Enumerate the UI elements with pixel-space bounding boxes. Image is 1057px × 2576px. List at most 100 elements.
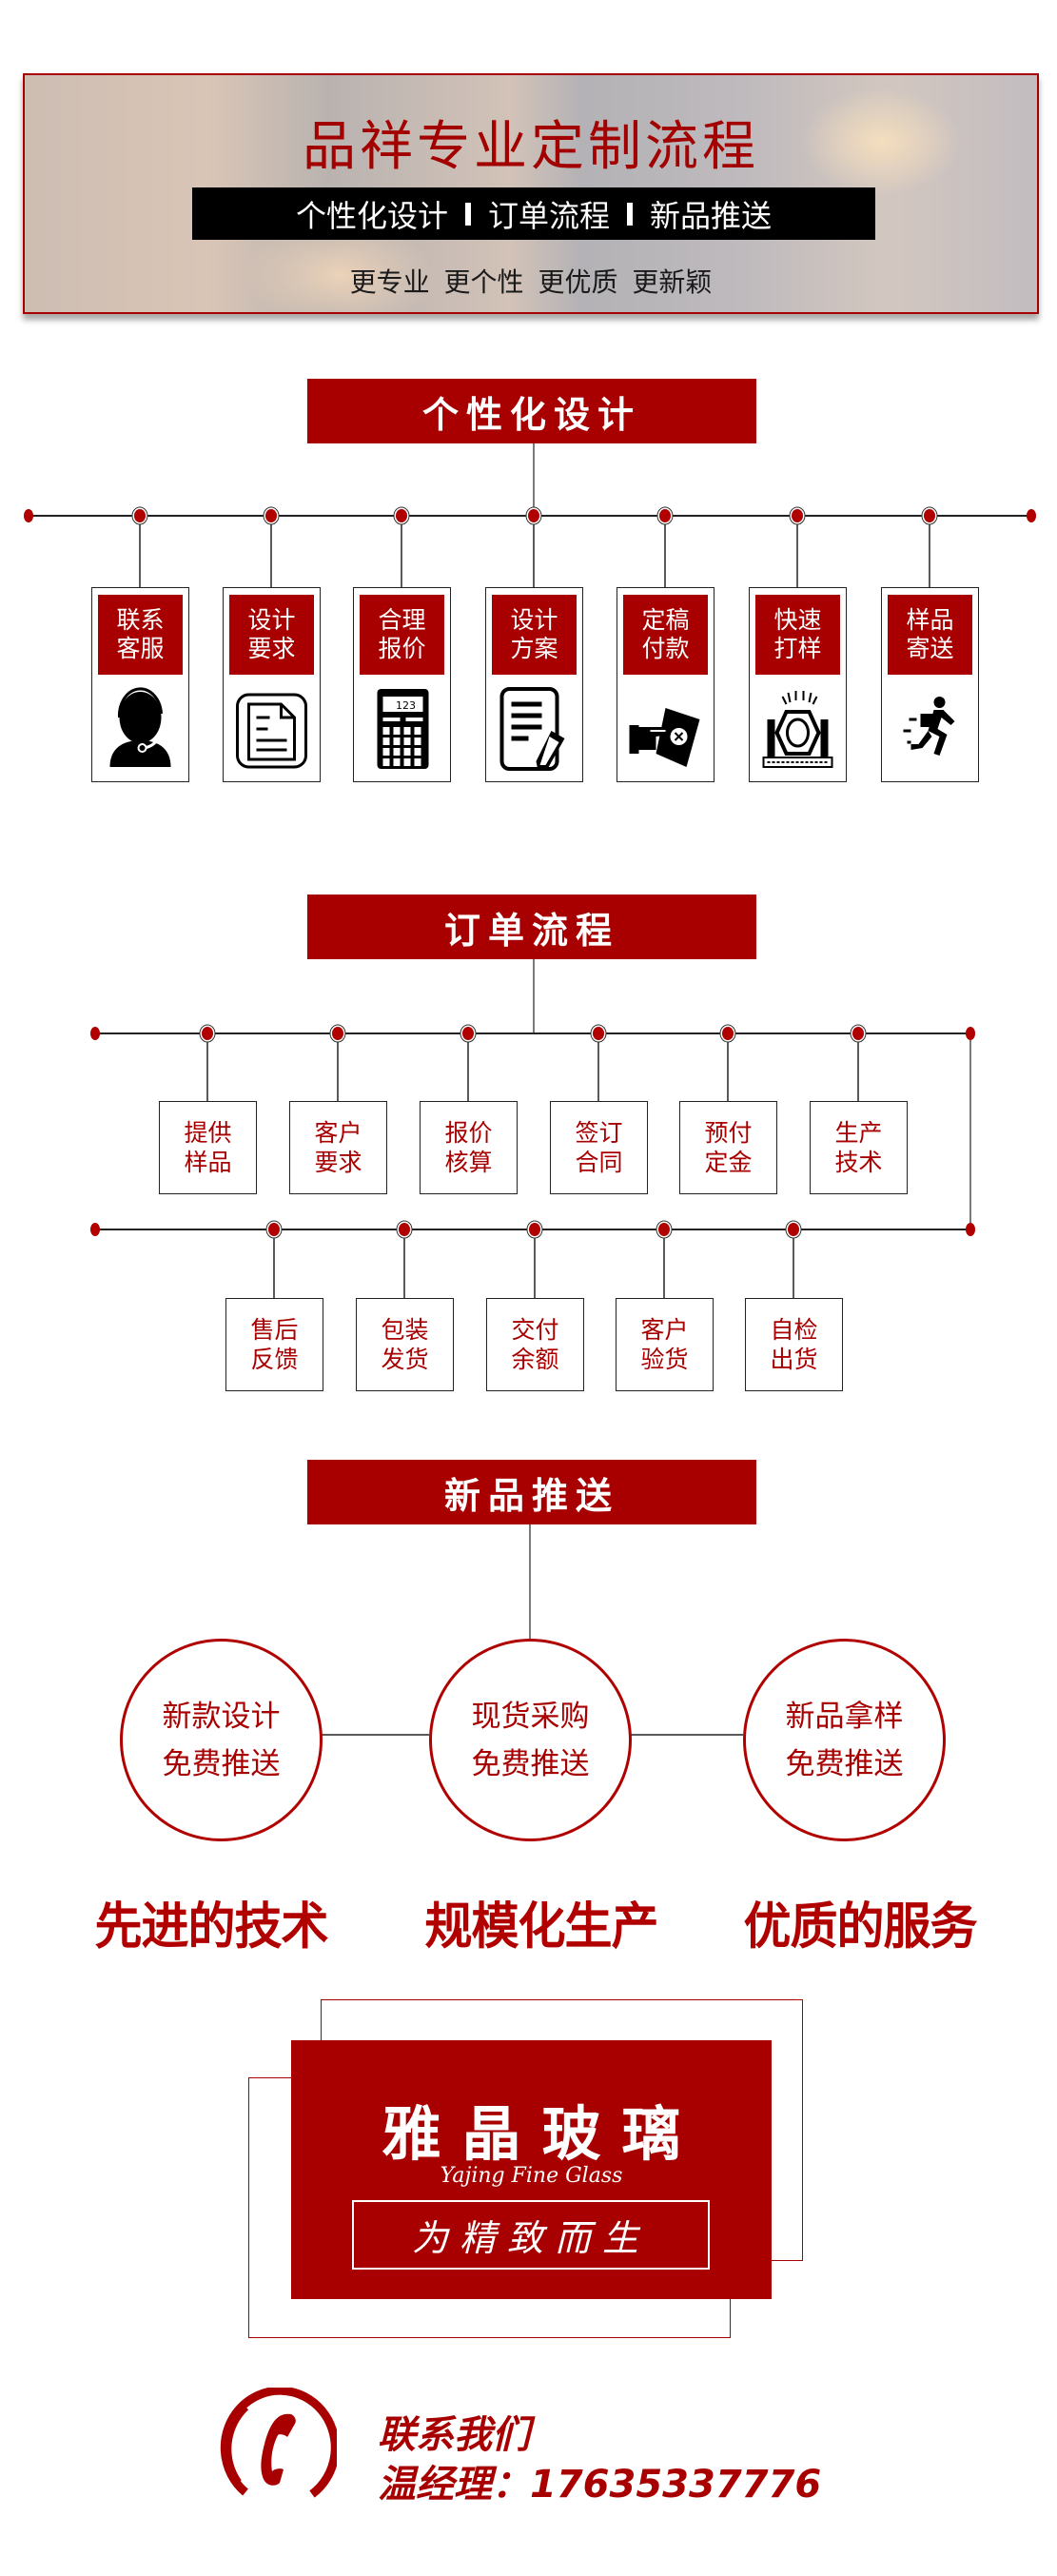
step-card[interactable]: 快速打样 [749,587,847,782]
header-nav-bar: 个性化设计 订单流程 新品推送 [192,187,875,240]
order-step-card[interactable]: 预付定金 [679,1101,777,1194]
step-label-line: 合理 [378,606,426,634]
order-step-label: 验货 [640,1346,689,1373]
timeline-node [525,506,542,525]
timeline-end-dot [966,1027,975,1040]
order-step-card[interactable]: 包装发货 [356,1298,454,1391]
order-step-card[interactable]: 签订合同 [550,1101,648,1194]
step-label-line: 客服 [116,635,165,662]
step-label-line: 样品 [906,606,954,634]
timeline-end-dot [24,509,33,522]
timeline-node [656,506,674,525]
timeline-node [131,506,148,525]
promo-circle[interactable]: 现货采购免费推送 [429,1639,632,1841]
step-label-line: 打样 [773,635,822,662]
step-card[interactable]: 合理报价 123 [353,587,451,782]
step-label-line: 定稿 [641,606,690,634]
nav-item-design[interactable]: 个性化设计 [295,197,448,234]
brand-tagline: 为精致而生 [352,2200,710,2270]
calculator-icon: 123 [363,687,440,773]
section-title-new: 新品推送 [307,1460,756,1524]
timeline-node [789,506,806,525]
order-step-label: 合同 [575,1149,623,1176]
order-step-label: 交付 [511,1316,559,1344]
slogan: 规模化生产 [424,1897,659,1956]
order-step-label: 预付 [704,1119,753,1147]
step-card[interactable]: 定稿付款 [617,587,714,782]
order-step-label: 自检 [770,1316,818,1344]
timeline-node [656,1220,673,1239]
promo-circle[interactable]: 新款设计免费推送 [120,1639,323,1841]
step-label-line: 寄送 [906,635,954,662]
step-label-line: 报价 [378,635,426,662]
nav-item-new[interactable]: 新品推送 [650,197,773,234]
order-step-label: 报价 [444,1119,493,1147]
order-step-card[interactable]: 报价核算 [420,1101,518,1194]
order-step-card[interactable]: 生产技术 [810,1101,908,1194]
contact-phone[interactable]: 温经理：17635337776 [378,2463,822,2507]
step-label: 样品寄送 [888,595,972,675]
separator [627,202,633,226]
timeline-end-dot [1027,509,1036,522]
headset-icon [102,687,179,773]
timeline-node [921,506,938,525]
timeline-node [393,506,410,525]
promo-circle-line: 免费推送 [162,1746,281,1781]
order-step-card[interactable]: 交付余额 [486,1298,584,1391]
order-step-label: 包装 [381,1316,429,1344]
order-step-card[interactable]: 售后反馈 [225,1298,323,1391]
step-label: 设计要求 [229,595,314,675]
nav-item-order[interactable]: 订单流程 [487,197,610,234]
timeline-node [199,1024,216,1043]
step-label: 快速打样 [755,595,840,675]
brand-name: 雅晶玻璃 [382,2099,702,2169]
step-card[interactable]: 样品寄送 [881,587,979,782]
order-step-card[interactable]: 客户验货 [616,1298,714,1391]
header-banner: 品祥专业定制流程 个性化设计 订单流程 新品推送 更专业 更个性 更优质 更新颖 [23,73,1039,314]
svg-text:123: 123 [396,699,416,712]
timeline-end-dot [90,1027,100,1040]
order-step-label: 生产 [834,1119,883,1147]
step-label: 合理报价 [360,595,444,675]
timeline-node [396,1220,413,1239]
promo-circle-line: 新款设计 [162,1699,281,1734]
timeline-node [460,1024,477,1043]
order-step-label: 要求 [314,1149,362,1176]
timeline-node [265,1220,283,1239]
section-title-design: 个性化设计 [307,379,756,443]
promo-circle-line: 新品拿样 [785,1699,904,1734]
promo-circle[interactable]: 新品拿样免费推送 [743,1639,946,1841]
timeline-node [590,1024,607,1043]
timeline-node [850,1024,867,1043]
step-card[interactable]: 联系客服 [91,587,189,782]
promo-circle-line: 免费推送 [471,1746,590,1781]
order-step-label: 售后 [250,1316,299,1344]
promo-circle-line: 免费推送 [785,1746,904,1781]
order-step-label: 签订 [575,1119,623,1147]
payment-hand-icon [627,687,704,773]
step-label-line: 设计 [510,606,558,634]
brand-logo-box: 雅晶玻璃 Yajing Fine Glass 为精致而生 [291,2040,772,2299]
step-label: 定稿付款 [623,595,708,675]
order-step-label: 提供 [184,1119,232,1147]
slogan: 先进的技术 [94,1897,329,1956]
machine-icon [759,687,836,773]
order-step-label: 样品 [184,1149,232,1176]
order-step-card[interactable]: 客户要求 [289,1101,387,1194]
order-step-label: 余额 [511,1346,559,1373]
order-step-label: 发货 [381,1346,429,1373]
step-label-line: 快速 [773,606,822,634]
order-step-label: 核算 [444,1149,493,1176]
form-pen-icon [496,687,573,773]
timeline-node [526,1220,543,1239]
timeline-node [329,1024,346,1043]
order-step-card[interactable]: 自检出货 [745,1298,843,1391]
order-step-card[interactable]: 提供样品 [159,1101,257,1194]
step-label-line: 付款 [641,635,690,662]
step-card[interactable]: 设计方案 [485,587,583,782]
promo-circle-line: 现货采购 [471,1699,590,1734]
order-step-label: 出货 [770,1346,818,1373]
step-card[interactable]: 设计要求 [223,587,321,782]
running-courier-icon [891,687,969,773]
